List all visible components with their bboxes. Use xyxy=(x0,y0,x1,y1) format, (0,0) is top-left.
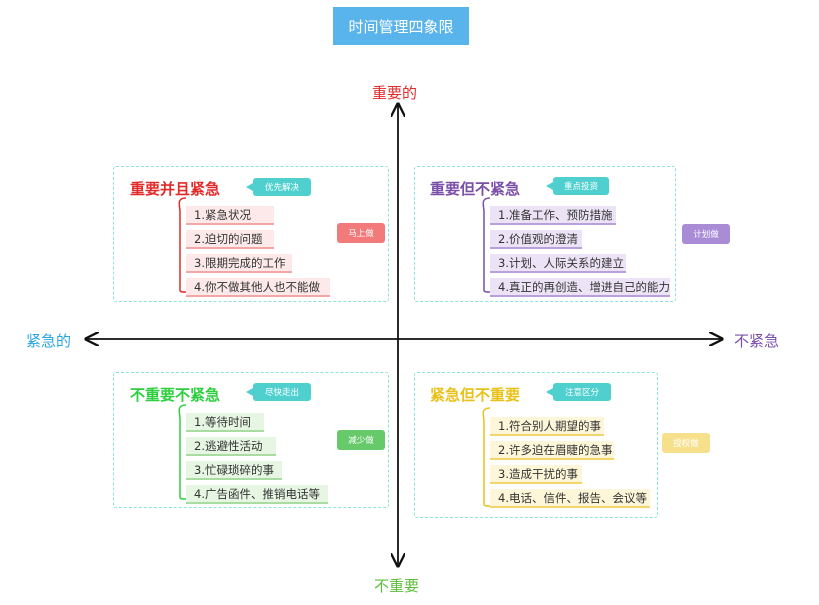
list-item: 1.准备工作、预防措施 xyxy=(490,206,616,225)
quadrant-important-urgent xyxy=(113,166,389,302)
list-item: 1.符合别人期望的事 xyxy=(490,417,604,436)
list-item: 2.迫切的问题 xyxy=(186,230,274,249)
action-tag: 授权做 xyxy=(662,433,710,453)
quadrant-title: 重要但不紧急 xyxy=(430,180,521,198)
action-tag: 减少做 xyxy=(337,430,385,450)
list-item: 4.广告函件、推销电话等 xyxy=(186,485,328,504)
priority-tag: 注意区分 xyxy=(546,383,611,401)
axis-label-top: 重要的 xyxy=(372,84,418,102)
quadrant-urgent-not-important xyxy=(414,372,658,518)
list-item: 3.计划、人际关系的建立 xyxy=(490,254,626,273)
item-bracket xyxy=(178,197,187,293)
quadrant-not-important-not-urgent xyxy=(113,372,389,508)
list-item: 4.电话、信件、报告、会议等 xyxy=(490,489,650,508)
quadrant-title: 紧急但不重要 xyxy=(430,386,521,404)
list-item: 1.紧急状况 xyxy=(186,206,274,225)
axis-label-right: 不紧急 xyxy=(734,332,780,350)
list-item: 3.限期完成的工作 xyxy=(186,254,292,273)
item-bracket xyxy=(178,404,187,500)
diagram-title: 时间管理四象限 xyxy=(333,7,469,45)
list-item: 3.造成干扰的事 xyxy=(490,465,582,484)
axis-label-bottom: 不重要 xyxy=(374,577,420,595)
priority-tag: 重点投资 xyxy=(546,177,609,195)
list-item: 4.你不做其他人也不能做 xyxy=(186,278,330,297)
quadrant-important-not-urgent xyxy=(414,166,676,302)
list-item: 3.忙碌琐碎的事 xyxy=(186,461,282,480)
list-item: 1.等待时间 xyxy=(186,413,264,432)
priority-tag: 尽快走出 xyxy=(246,383,311,401)
priority-tag: 优先解决 xyxy=(246,178,311,196)
item-bracket xyxy=(482,407,491,507)
axis-label-left: 紧急的 xyxy=(26,332,72,350)
list-item: 2.许多迫在眉睫的急事 xyxy=(490,441,614,460)
quadrant-title: 重要并且紧急 xyxy=(130,180,221,198)
list-item: 2.逃避性活动 xyxy=(186,437,276,456)
item-bracket xyxy=(482,197,491,293)
quadrant-title: 不重要不紧急 xyxy=(130,386,221,404)
list-item: 4.真正的再创造、增进自己的能力 xyxy=(490,278,670,297)
action-tag: 计划做 xyxy=(682,224,730,244)
list-item: 2.价值观的澄清 xyxy=(490,230,582,249)
action-tag: 马上做 xyxy=(337,223,385,243)
